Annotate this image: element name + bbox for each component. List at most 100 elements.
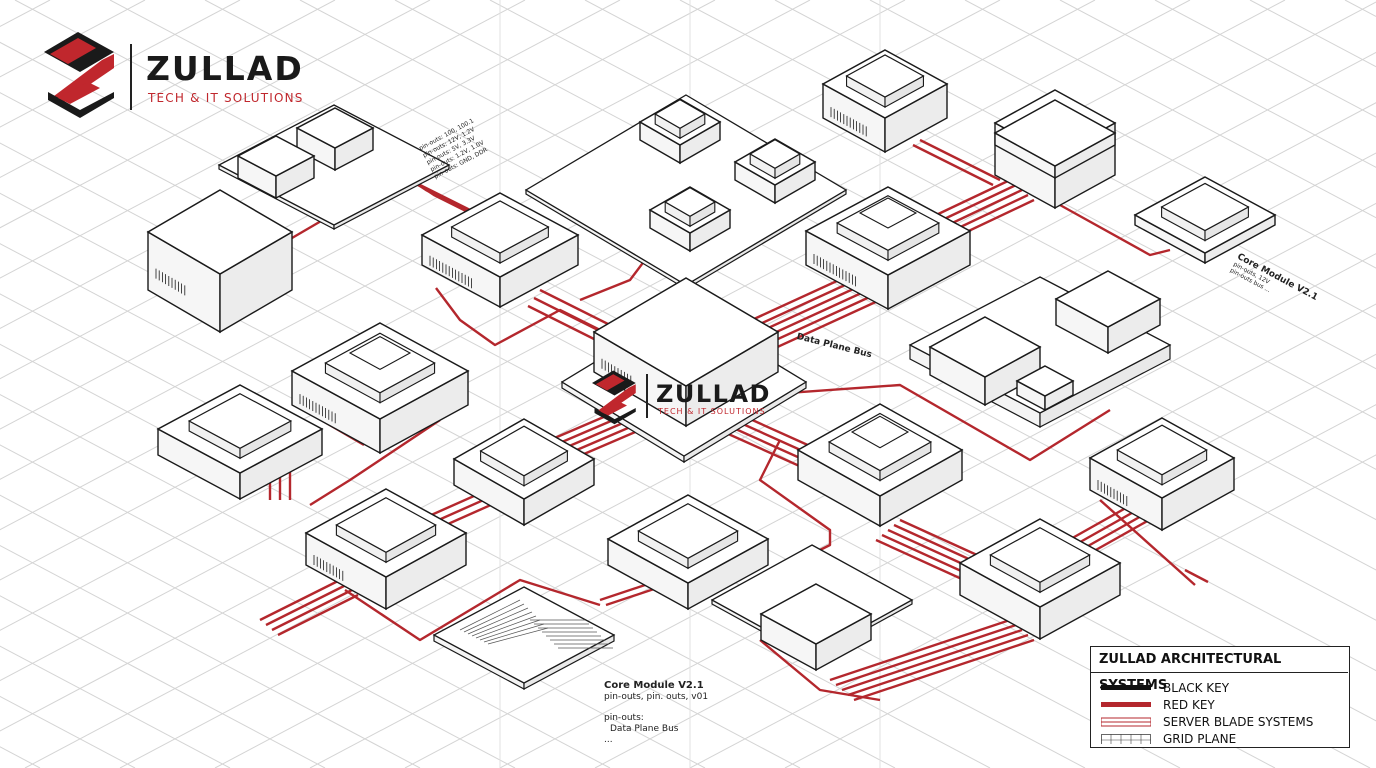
- red-trace: [344, 578, 601, 642]
- chip-module: [648, 186, 732, 253]
- sheet-text-line: [471, 611, 533, 637]
- core-module-line: Data Plane Bus: [610, 724, 679, 734]
- small-module: [295, 107, 375, 172]
- server-module: [804, 186, 972, 311]
- grid-line: [0, 243, 991, 768]
- legend-label: RED KEY: [1163, 698, 1215, 712]
- server-module: [796, 403, 964, 528]
- grid-line: [0, 494, 516, 768]
- server-module: [290, 322, 470, 455]
- server-module: [606, 494, 770, 611]
- server-module: [304, 488, 468, 611]
- module-inset-top: [1116, 424, 1208, 476]
- red-trace: [853, 638, 1035, 702]
- brand-tagline: TECH & IT SOLUTIONS: [148, 91, 304, 105]
- red-trace: [265, 583, 347, 627]
- module-top: [146, 189, 294, 275]
- server-modules: [146, 49, 1277, 672]
- grid-line: [404, 253, 1376, 768]
- grid-line: [0, 544, 421, 768]
- sheet-text-line: [479, 619, 541, 641]
- module-top: [1054, 270, 1162, 328]
- red-trace: [559, 418, 631, 452]
- quad-bay-module: [1133, 176, 1277, 265]
- grid-line: [0, 0, 431, 229]
- black-line-swatch: [1101, 685, 1151, 690]
- module-top: [236, 135, 316, 177]
- sheet-text-line: [483, 623, 545, 643]
- grid-line: [0, 595, 326, 768]
- red-trace: [835, 623, 1017, 687]
- red-trace: [759, 383, 1111, 462]
- chip-module: [638, 98, 722, 165]
- sheet-text-line: [467, 607, 529, 635]
- sheet-text-line: [463, 603, 525, 633]
- server-module: [821, 49, 949, 154]
- red-trace: [759, 298, 881, 357]
- grid-line: [964, 0, 1376, 219]
- zullad-logo-icon: [592, 370, 636, 425]
- server-module: [156, 384, 324, 501]
- red-trace: [309, 419, 441, 507]
- red-line-swatch: [1101, 702, 1151, 707]
- small-module: [236, 135, 316, 200]
- red-trace: [841, 628, 1023, 692]
- module-inset-top: [450, 200, 550, 254]
- module-inset-top: [858, 197, 918, 229]
- module-top: [295, 107, 375, 149]
- sheet-text-line: [487, 627, 549, 645]
- module-inset-top: [187, 393, 293, 449]
- grid-line: [0, 444, 611, 768]
- legend-item: SERVER BLADE SYSTEMS: [1101, 714, 1341, 730]
- small-module: [1015, 365, 1075, 412]
- stacked-server-module: [993, 99, 1117, 180]
- grid-line: [0, 0, 1001, 531]
- module-inset-top: [653, 99, 707, 129]
- module-inset-top: [663, 187, 717, 217]
- double-red-line-swatch: [1101, 717, 1151, 727]
- core-module-line: ...: [604, 735, 613, 745]
- server-module: [452, 418, 596, 527]
- server-module: [1088, 417, 1236, 532]
- legend-title: ZULLAD ARCHITECTURAL SYSTEMS: [1091, 647, 1348, 693]
- cabinet-module: [146, 189, 294, 334]
- core-module-line: pin-outs:: [604, 713, 644, 723]
- legend-item: RED KEY: [1101, 697, 1341, 713]
- red-trace: [271, 588, 353, 632]
- grid-line: [204, 0, 1376, 621]
- server-module: [958, 518, 1122, 641]
- red-trace: [259, 578, 341, 622]
- grid-line: [0, 746, 41, 768]
- legend-label: SERVER BLADE SYSTEMS: [1163, 715, 1314, 729]
- server-module: [420, 192, 580, 309]
- module-inset-top: [479, 425, 569, 477]
- red-trace: [912, 143, 994, 187]
- module-top: [592, 277, 780, 387]
- grid-line: [0, 0, 716, 380]
- core-module-line: pin-outs, pin. outs, v01: [604, 692, 709, 702]
- center-hub-logo: ZULLAD TECH & IT SOLUTIONS: [592, 370, 792, 426]
- red-trace: [759, 639, 881, 702]
- central-hub-module: [592, 277, 780, 428]
- board-mounted-module: [928, 316, 1042, 407]
- red-trace: [919, 138, 1001, 182]
- zullad-logo-icon: [44, 32, 114, 118]
- grid-line: [0, 0, 336, 179]
- module-top: [993, 99, 1117, 167]
- spec-sheet: [432, 586, 616, 684]
- module-inset-top: [989, 527, 1091, 583]
- module-top: [928, 316, 1042, 378]
- sheet-text-line: [475, 615, 537, 639]
- module-inset-top: [748, 139, 802, 169]
- legend-box: ZULLAD ARCHITECTURAL SYSTEMS BLACK KEY R…: [1090, 646, 1350, 748]
- red-trace: [1099, 499, 1196, 586]
- legend-label: GRID PLANE: [1163, 732, 1237, 746]
- brand-logo: ZULLAD TECH & IT SOLUTIONS: [44, 32, 334, 120]
- module-inset-top: [348, 336, 412, 370]
- grid-line: [584, 0, 1376, 420]
- grid-line: [1059, 0, 1376, 168]
- module-top: [1015, 365, 1075, 397]
- red-trace: [1184, 568, 1209, 584]
- grid-line: [784, 454, 1376, 768]
